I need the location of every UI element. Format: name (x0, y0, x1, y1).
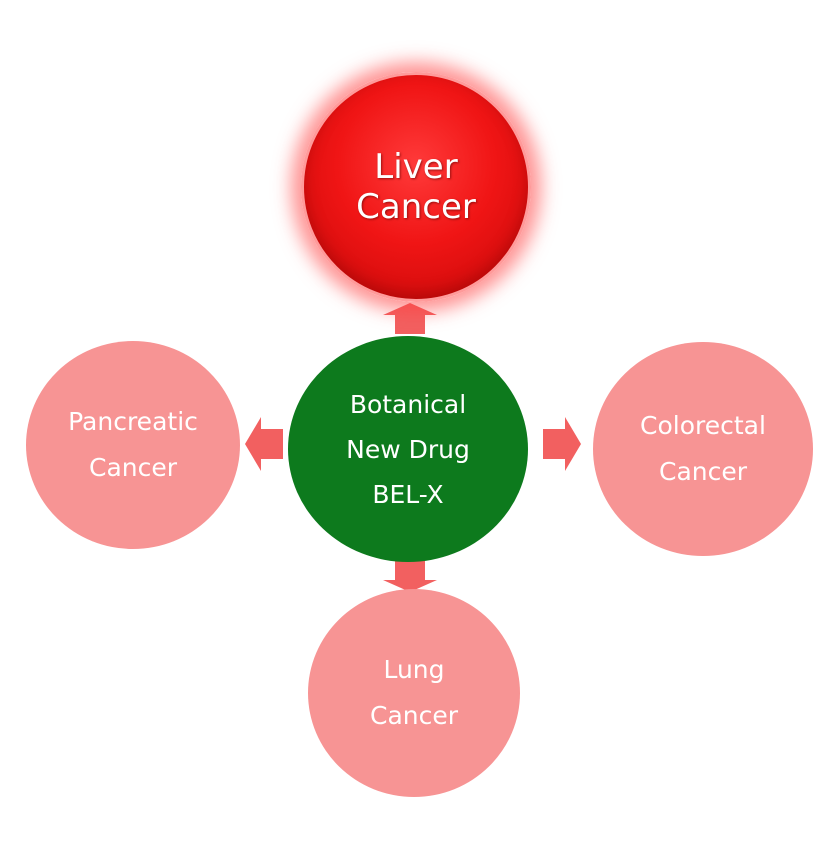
center-label-line-2: New Drug (346, 434, 470, 464)
lung-cancer-label-line-1: Lung (383, 655, 445, 684)
liver-cancer-node: Liver Cancer (301, 72, 531, 302)
lung-cancer-node: Lung Cancer (308, 589, 520, 797)
liver-cancer-label-line-2: Cancer (356, 187, 476, 227)
center-label-line-3: BEL-X (372, 479, 444, 509)
lung-cancer-label-line-2: Cancer (369, 701, 459, 730)
liver-cancer-label-line-1: Liver (374, 147, 458, 187)
colorectal-cancer-label-line-1: Colorectal (640, 411, 766, 440)
colorectal-cancer-label-line-2: Cancer (658, 457, 748, 486)
arrow-down-icon (383, 561, 437, 592)
pancreatic-cancer-label-line-2: Cancer (88, 453, 178, 482)
arrow-right-icon (543, 417, 581, 471)
arrow-left-icon (245, 417, 283, 471)
arrow-up-icon (383, 303, 437, 334)
pancreatic-cancer-node: Pancreatic Cancer (26, 341, 240, 549)
botanical-drug-node: Botanical New Drug BEL-X (288, 336, 528, 562)
center-label-line-1: Botanical (349, 389, 467, 419)
pancreatic-cancer-label-line-1: Pancreatic (68, 407, 198, 436)
colorectal-cancer-node: Colorectal Cancer (593, 342, 813, 556)
